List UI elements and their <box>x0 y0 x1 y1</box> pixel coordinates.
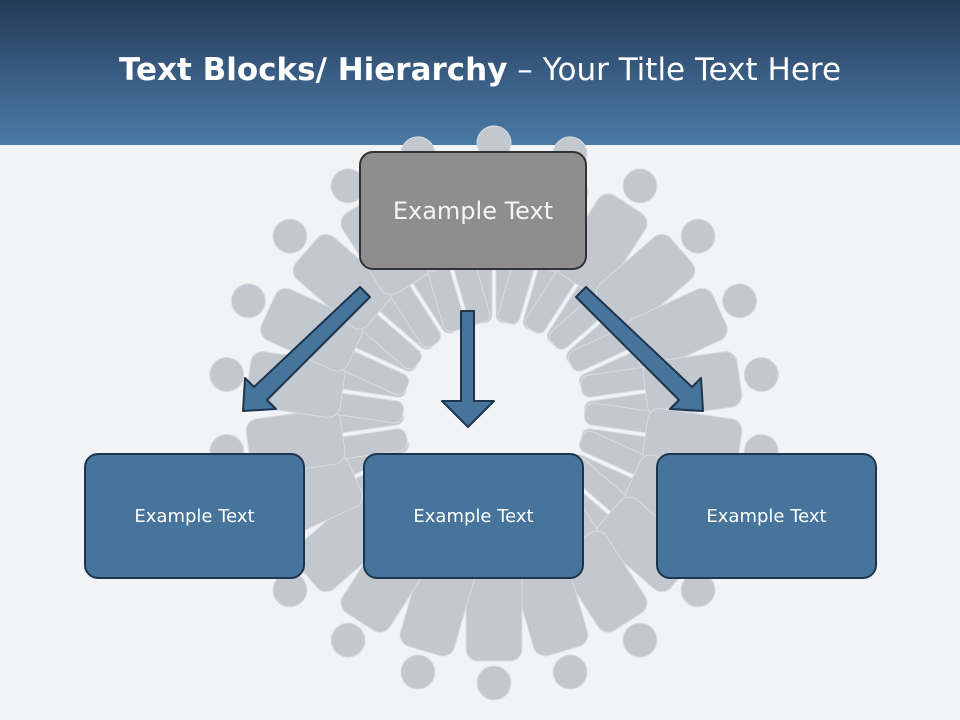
arrow-right <box>575 286 704 412</box>
arrow-left <box>242 286 371 412</box>
bottom-text-block-right: Example Text <box>656 453 877 579</box>
bottom-text-block-left: Example Text <box>84 453 305 579</box>
title-bar: Text Blocks/ Hierarchy – Your Title Text… <box>0 0 960 145</box>
slide-title-bold: Text Blocks/ Hierarchy <box>118 52 508 88</box>
arrow-center <box>441 310 495 428</box>
bottom-text-block-center: Example Text <box>363 453 584 579</box>
slide-title-rest: – Your Title Text Here <box>507 52 842 88</box>
slide-title: Text Blocks/ Hierarchy – Your Title Text… <box>0 52 960 88</box>
top-text-block: Example Text <box>359 151 587 270</box>
